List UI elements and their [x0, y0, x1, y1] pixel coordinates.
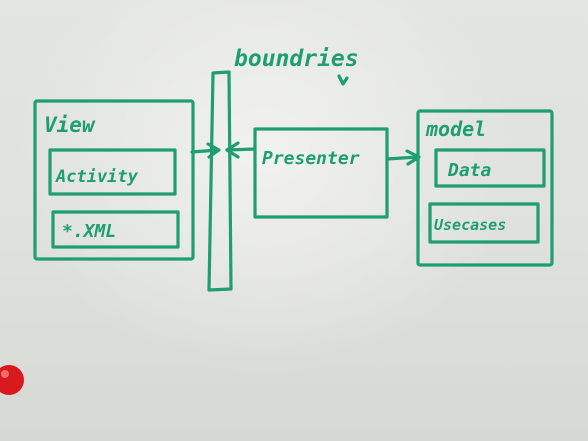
- presenter-to-model-arrow: [385, 155, 420, 161]
- view-box: [33, 99, 195, 261]
- view-item-box-xml: [51, 210, 180, 249]
- magnet-highlight: [1, 370, 9, 378]
- red-magnet: [0, 365, 24, 395]
- boundary-wall: [207, 70, 233, 292]
- view-item-activity: Activity: [55, 167, 139, 187]
- label-scribble: [337, 74, 349, 86]
- presenter-to-boundary-arrow: [225, 147, 257, 152]
- view-item-xml: *.XML: [62, 221, 116, 242]
- boundary-label: boundries: [234, 46, 359, 72]
- model-item-box-usecases: [428, 202, 540, 244]
- view-title: View: [44, 113, 96, 137]
- arrowhead-icon: [206, 142, 221, 159]
- model-title: model: [425, 117, 486, 141]
- model-box: [416, 109, 554, 267]
- arrowhead-icon: [225, 141, 240, 159]
- model-item-box-data: [434, 148, 546, 188]
- view-to-boundary-arrow: [190, 148, 220, 154]
- view-item-box-activity: [48, 148, 177, 196]
- presenter-box: [253, 127, 389, 219]
- model-item-usecases: Usecases: [434, 216, 506, 234]
- presenter-title: Presenter: [262, 148, 360, 169]
- model-item-data: Data: [447, 160, 492, 181]
